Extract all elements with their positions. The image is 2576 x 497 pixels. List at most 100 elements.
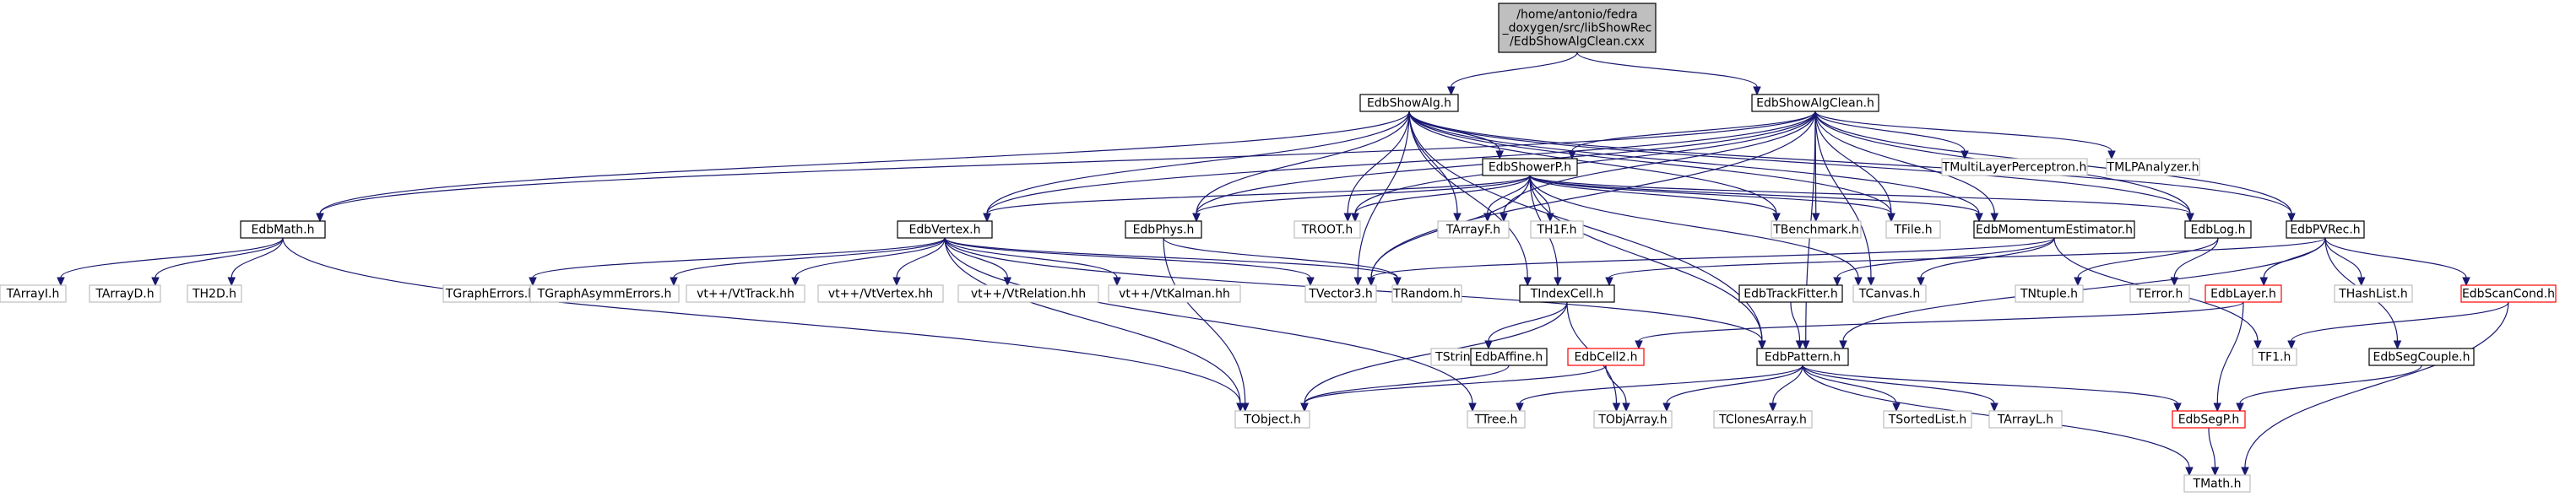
edge-arrowhead xyxy=(1516,402,1524,413)
edge-edb-seg-couple-to-edb-seg-p xyxy=(2239,365,2422,404)
node-label: TArrayL.h xyxy=(1997,413,2053,427)
node-edb-momentum-estimator[interactable]: EdbMomentumEstimator.h xyxy=(1973,220,2135,239)
node-label: EdbPVRec.h xyxy=(2290,224,2360,237)
edge-edb-show-alg-clean-to-edb-shower-p xyxy=(1571,111,1816,152)
edge-arrowhead xyxy=(1192,213,1201,223)
node-box xyxy=(2129,284,2190,303)
edge-edb-log-to-terror xyxy=(2173,237,2219,278)
edge-edb-math-to-th2-d xyxy=(230,237,284,278)
node-edb-shower-p[interactable]: EdbShowerP.h xyxy=(1482,158,1578,176)
node-box xyxy=(1751,94,1879,112)
node-label: TNtuple.h xyxy=(2020,288,2078,301)
edge-edb-show-alg-to-edb-log xyxy=(1408,111,2191,214)
edge-arrowhead xyxy=(529,277,537,287)
node-edb-show-alg-clean[interactable]: EdbShowAlgClean.h xyxy=(1751,94,1879,112)
edge-edb-cell2-to-tobject xyxy=(1304,365,1607,404)
node-edb-pattern[interactable]: EdbPattern.h xyxy=(1756,348,1849,366)
edge-arrowhead xyxy=(1113,277,1121,287)
edge-edb-show-alg-clean-to-edb-momentum-estimator xyxy=(1814,111,1995,214)
node-edb-affine[interactable]: EdbAffine.h xyxy=(1470,348,1548,366)
edge-edb-math-to-tobject xyxy=(282,237,1241,404)
node-box xyxy=(1467,410,1526,429)
node-tarray-d: TArrayD.h xyxy=(89,284,161,303)
edge-arrowhead xyxy=(1833,277,1841,287)
edge-edb-vertex-to-vt-track xyxy=(794,237,946,278)
node-label: EdbScanCond.h xyxy=(2462,288,2555,301)
node-edb-vertex[interactable]: EdbVertex.h xyxy=(897,220,993,239)
node-edb-seg-p[interactable]: EdbSegP.h xyxy=(2172,410,2246,429)
edge-edb-show-alg-clean-to-tfile xyxy=(1814,111,1892,214)
edge-arrowhead xyxy=(2393,340,2402,350)
node-label: TMLPAnalyzer.h xyxy=(2107,161,2199,175)
node-edb-seg-couple[interactable]: EdbSegCouple.h xyxy=(2368,348,2475,366)
edge-arrowhead xyxy=(1546,213,1554,223)
node-box xyxy=(1988,410,2063,429)
node-label: TGraphErrors.h xyxy=(445,288,535,301)
edge-arrowhead xyxy=(983,213,991,223)
edge-arrowhead xyxy=(1867,277,1875,287)
node-tindex-cell[interactable]: TIndexCell.h xyxy=(1519,284,1615,303)
node-troot: TROOT.h xyxy=(1293,220,1361,239)
edge-arrowhead xyxy=(1343,213,1353,223)
node-tcanvas: TCanvas.h xyxy=(1852,284,1927,303)
edge-arrowhead xyxy=(2213,402,2222,413)
node-edb-scan-cond[interactable]: EdbScanCond.h xyxy=(2460,284,2557,303)
edge-arrowhead xyxy=(1990,402,1998,413)
node-label: TTree.h xyxy=(1474,413,1518,427)
node-edb-log[interactable]: EdbLog.h xyxy=(2184,220,2252,239)
node-edb-math[interactable]: EdbMath.h xyxy=(240,220,326,239)
edge-edb-show-alg-to-edb-shower-p xyxy=(1408,111,1500,152)
node-box xyxy=(2205,284,2282,303)
node-label: EdbLog.h xyxy=(2191,224,2246,237)
node-label: EdbShowAlg.h xyxy=(1367,97,1451,111)
node-label: TBenchmark.h xyxy=(1772,224,1859,237)
node-label: EdbMomentumEstimator.h xyxy=(1976,224,2133,237)
node-box xyxy=(1567,348,1645,366)
node-label: TMath.h xyxy=(2193,478,2242,491)
edge-arrowhead xyxy=(2287,213,2296,223)
node-vt-track: vt++/VtTrack.hh xyxy=(686,284,805,303)
node-label: TFile.h xyxy=(1893,224,1932,237)
edge-edb-pvrec-to-edb-layer xyxy=(2263,237,2326,278)
edge-arrowhead xyxy=(1367,277,1375,287)
edge-edb-cell2-to-tobj-array xyxy=(1605,365,1627,404)
edge-edb-shower-p-to-edb-vertex xyxy=(986,175,1531,214)
node-vt-relation: vt++/VtRelation.hh xyxy=(957,284,1099,303)
node-tgraph-asymm-errors: TGraphAsymmErrors.h xyxy=(529,284,680,303)
edge-edb-show-alg-clean-to-tmulti-layer-perceptron xyxy=(1814,111,1966,152)
edge-arrowhead xyxy=(1811,213,1820,223)
node-box xyxy=(1498,3,1657,53)
node-edb-cell2[interactable]: EdbCell2.h xyxy=(1567,348,1645,366)
edge-edb-show-alg-clean-to-edb-math xyxy=(319,111,1816,214)
edge-edb-pvrec-to-edb-pattern xyxy=(1842,237,2326,342)
edge-arrowhead xyxy=(2253,340,2262,350)
node-edb-phys[interactable]: EdbPhys.h xyxy=(1125,220,1202,239)
node-box xyxy=(1941,158,2088,176)
edge-edb-show-alg-to-edb-vertex xyxy=(986,111,1410,214)
edge-edb-shower-p-to-troot xyxy=(1354,175,1531,214)
node-box xyxy=(529,284,680,303)
node-root[interactable]: /home/antonio/fedra_doxygen/src/libShowR… xyxy=(1498,3,1657,53)
edge-edb-shower-p-to-tfile xyxy=(1529,175,1892,214)
edge-edb-show-alg-to-tvector3 xyxy=(1357,111,1410,278)
edge-edb-pattern-to-tsorted-list xyxy=(1802,365,1897,404)
node-edb-pvrec[interactable]: EdbPVRec.h xyxy=(2286,220,2365,239)
edge-edb-pattern-to-edb-seg-p xyxy=(1802,365,2178,404)
node-tfile: TFile.h xyxy=(1885,220,1941,239)
node-box xyxy=(1304,284,1377,303)
node-box xyxy=(1883,410,1972,429)
node-label: vt++/VtTrack.hh xyxy=(697,288,794,301)
node-tobj-array: TObjArray.h xyxy=(1593,410,1673,429)
node-edb-layer[interactable]: EdbLayer.h xyxy=(2205,284,2282,303)
node-box xyxy=(1125,220,1202,239)
node-label: TError.h xyxy=(2136,288,2183,301)
edge-arrowhead xyxy=(316,213,324,223)
edge-arrowhead xyxy=(1917,277,1925,287)
node-edb-show-alg[interactable]: EdbShowAlg.h xyxy=(1359,94,1459,112)
node-edb-track-fitter[interactable]: EdbTrackFitter.h xyxy=(1738,284,1843,303)
edge-arrowhead xyxy=(1854,277,1863,287)
node-label: _doxygen/src/libShowRec xyxy=(1502,22,1652,35)
edge-arrowhead xyxy=(1500,213,1508,223)
edge-edb-show-alg-to-tarray-f xyxy=(1408,111,1458,214)
edge-arrowhead xyxy=(1240,402,1250,413)
